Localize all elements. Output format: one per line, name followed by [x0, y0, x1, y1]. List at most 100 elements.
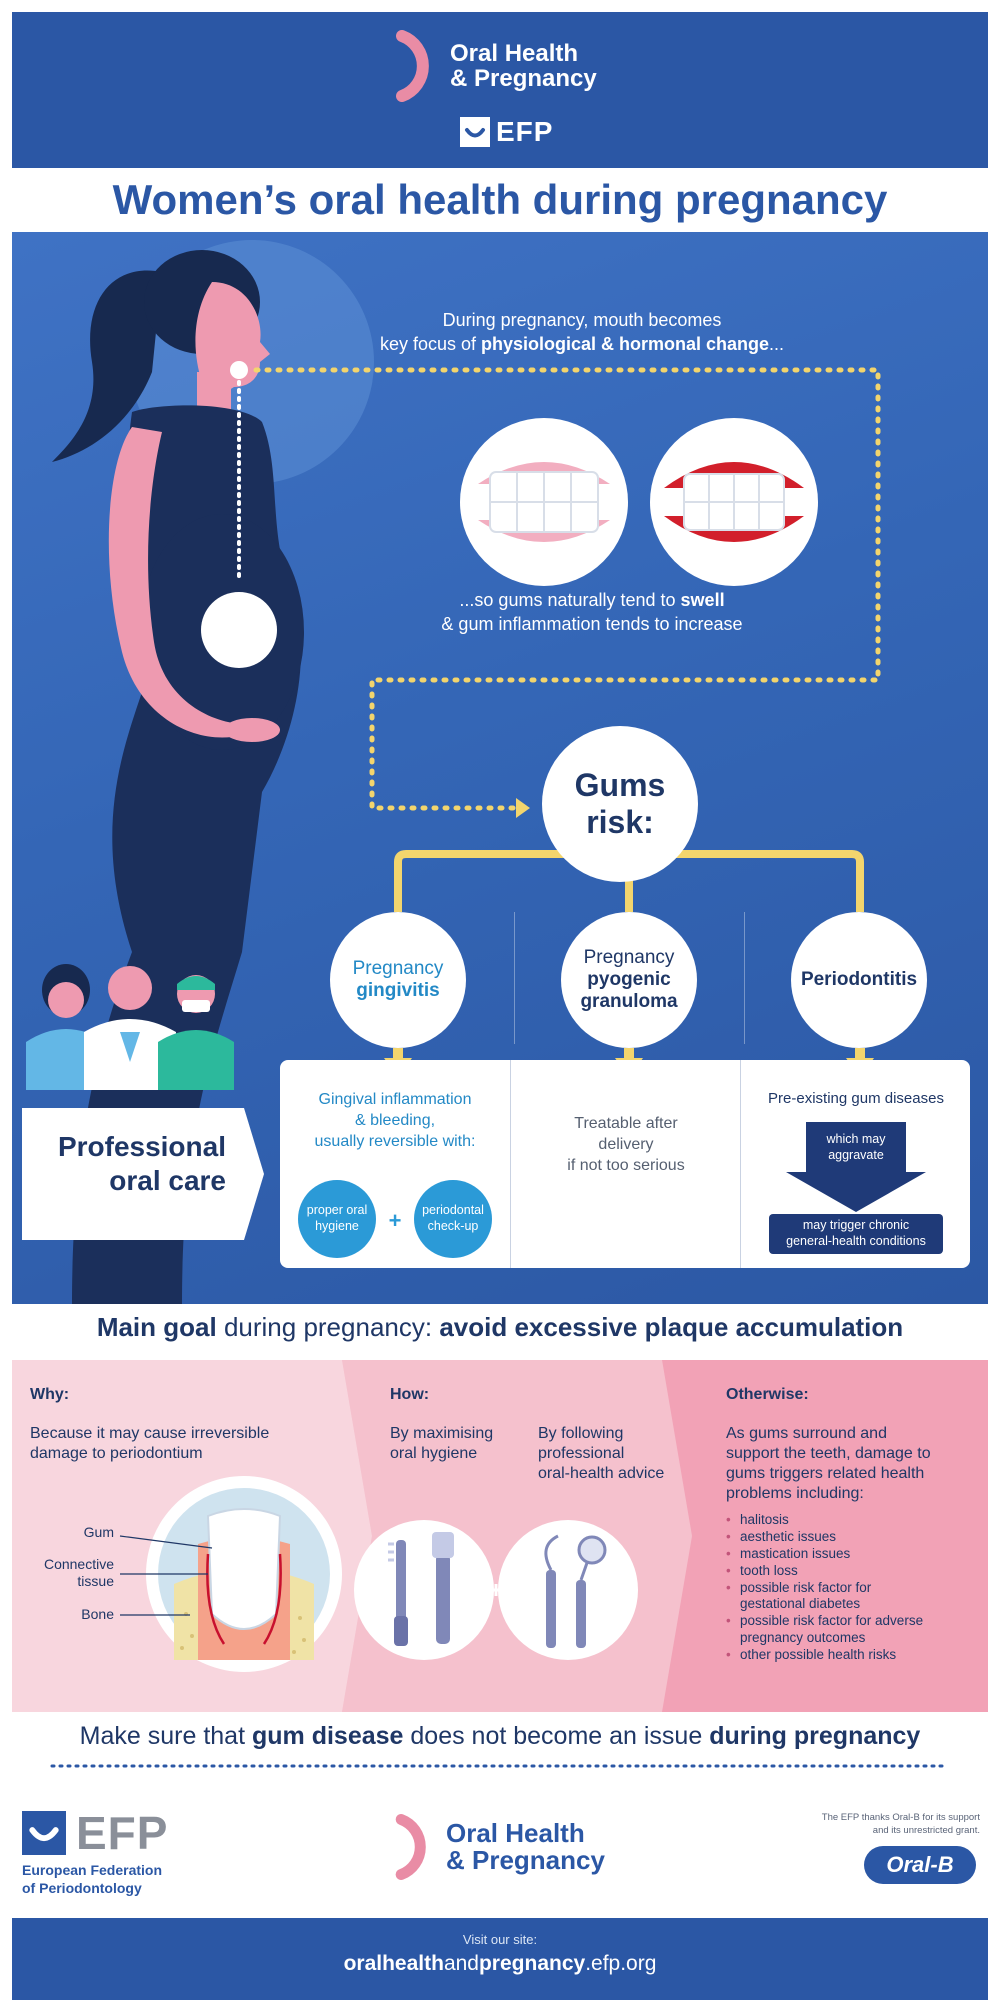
tooth-cross-section-illustration	[146, 1476, 342, 1672]
list-item-text: pregnancy outcomes	[740, 1630, 866, 1646]
risk-granuloma-line-2: pyogenic	[587, 969, 671, 991]
gingivitis-line-3: usually reversible with:	[314, 1132, 476, 1150]
connective-line-2: tissue	[77, 1572, 114, 1589]
final-part-2: does not become an issue	[403, 1722, 710, 1750]
url-part-4: .efp.org	[585, 1952, 657, 1975]
granuloma-line-2: delivery	[598, 1135, 654, 1153]
risk-gingivitis-line-2: gingivitis	[356, 980, 440, 1001]
how-heading: How:	[390, 1386, 430, 1403]
pregnancy-panel: During pregnancy, mouth becomes key focu…	[12, 232, 988, 1304]
efp-full-name: European Federation of Periodontology	[22, 1862, 162, 1897]
swell-line-2: & gum inflammation tends to increase	[441, 614, 743, 635]
connector-arrowhead	[516, 798, 530, 818]
efp-logo: EFP	[460, 116, 553, 148]
inflamed-teeth-illustration	[650, 418, 818, 586]
list-item-text: possible risk factor for	[740, 1579, 872, 1595]
granuloma-details: Treatable after delivery if not too seri…	[510, 1060, 741, 1268]
risk-granuloma-line-3: granuloma	[580, 990, 678, 1012]
efp-full-line-1: European Federation	[22, 1862, 163, 1878]
page-title: Women’s oral health during pregnancy	[112, 176, 888, 223]
visit-label: Visit our site:	[462, 1932, 538, 1947]
footer-brand-line-2: & Pregnancy	[446, 1845, 605, 1875]
swell-line-1: ...so gums naturally tend to swell	[392, 588, 792, 612]
intro-text: During pregnancy, mouth becomes key focu…	[352, 308, 812, 357]
list-item-text: mastication issues	[740, 1545, 851, 1561]
granuloma-description: Treatable after delivery if not too seri…	[511, 1114, 741, 1176]
professional-care-line-1: Professional	[57, 1131, 226, 1162]
main-goal-heading: Main goal during pregnancy: avoid excess…	[0, 1312, 1000, 1343]
column-divider	[514, 912, 515, 1044]
list-item: aesthetic issues	[726, 1529, 976, 1546]
url-part-1: oralhealth	[343, 1952, 444, 1975]
how-hygiene-text: By maximising oral hygiene	[390, 1424, 520, 1464]
gums-risk-line-2: risk:	[586, 804, 654, 840]
pill1-line-2: hygiene	[315, 1219, 359, 1233]
closing-message: Make sure that gum disease does not beco…	[0, 1722, 1000, 1751]
otherwise-line-3: gums triggers related health	[726, 1465, 925, 1482]
thanks-line-2: and its unrestricted grant.	[872, 1824, 980, 1836]
goal-middle: during pregnancy:	[216, 1312, 440, 1342]
panel-artwork	[22, 240, 881, 1304]
pink-arc-icon	[392, 30, 440, 102]
gingivitis-details: Gingival inflammation & bleeding, usuall…	[280, 1060, 510, 1268]
risk-circle-gingivitis: Pregnancy gingivitis	[330, 912, 466, 1048]
brand-line-1: Oral Health	[450, 39, 579, 67]
efp-wordmark: EFP	[496, 116, 554, 147]
bone-label: Bone	[81, 1606, 114, 1622]
risk-gingivitis-line-1: Pregnancy	[352, 958, 444, 980]
swell-text: ...so gums naturally tend to swell & gum…	[392, 588, 792, 637]
how-advice-text: By following professional oral-health ad…	[538, 1424, 688, 1484]
preexisting-text: Pre-existing gum diseases	[768, 1090, 944, 1107]
aggravate-text: which may aggravate	[806, 1132, 906, 1163]
risk-circle-granuloma: Pregnancy pyogenic granuloma	[561, 912, 697, 1048]
footer-brand-logo: Oral Health & Pregnancy	[392, 1808, 605, 1886]
gingivitis-description: Gingival inflammation & bleeding, usuall…	[280, 1090, 510, 1152]
thanks-line-1: The EFP thanks Oral-B for its support	[821, 1812, 980, 1823]
intro-line-1: During pregnancy, mouth becomes	[442, 310, 722, 330]
why-line-2: damage to periodontium	[30, 1445, 203, 1462]
granuloma-line-3: if not too serious	[567, 1156, 685, 1174]
list-item: halitosis	[726, 1512, 976, 1529]
why-line-1: Because it may cause irreversible	[30, 1425, 270, 1442]
brand-line-2: & Pregnancy	[450, 65, 597, 92]
intro-prefix: key focus of	[379, 334, 481, 355]
professional-care-line-2: oral care	[109, 1164, 226, 1196]
aggravate-line-1: which may	[826, 1132, 886, 1146]
pill2-line-1: periodontal	[422, 1203, 484, 1218]
dental-tools-illustration	[498, 1520, 638, 1660]
otherwise-heading: Otherwise:	[726, 1386, 809, 1403]
gum-label: Gum	[83, 1524, 114, 1540]
otherwise-line-4: problems including:	[726, 1485, 864, 1502]
gingivitis-line-1: Gingival inflammation	[318, 1091, 472, 1108]
goal-bold-2: avoid excessive plaque accumulation	[439, 1312, 904, 1342]
why-heading: Why:	[30, 1386, 70, 1403]
list-item-text: tooth loss	[740, 1562, 798, 1578]
intro-suffix: ...	[769, 334, 785, 355]
professional-care-label: Professional oral care	[26, 1130, 226, 1197]
footer-efp-wordmark: EFP	[76, 1807, 169, 1859]
footer-brand-line-1: Oral Health	[446, 1817, 585, 1848]
list-item-text: gestational diabetes	[740, 1596, 861, 1612]
list-item: other possible health risks	[726, 1647, 976, 1664]
health-problems-list: halitosis aesthetic issues mastication i…	[726, 1512, 976, 1664]
toothbrush-illustration	[354, 1520, 494, 1660]
risk-granuloma-line-1: Pregnancy	[583, 947, 675, 969]
dotted-divider	[50, 1764, 950, 1768]
list-item-text: halitosis	[740, 1512, 789, 1527]
site-url-link[interactable]: oralhealthandpregnancy.efp.org	[12, 1952, 988, 1976]
final-bold-2: during pregnancy	[709, 1722, 921, 1750]
otherwise-line-2: support the teeth, damage to	[726, 1445, 931, 1462]
efp-smile-icon	[22, 1811, 66, 1855]
otherwise-line-1: As gums surround and	[726, 1425, 887, 1442]
pill2-line-2: check-up	[427, 1219, 479, 1233]
url-part-3: pregnancy	[478, 1952, 586, 1975]
dental-professionals-illustration	[26, 964, 234, 1090]
how-a-line-2: oral hygiene	[390, 1445, 478, 1462]
pill1-line-1: proper oral	[306, 1203, 368, 1218]
gingivitis-line-2: & bleeding,	[354, 1111, 436, 1129]
chronic-line-1: may trigger chronic	[802, 1218, 910, 1233]
